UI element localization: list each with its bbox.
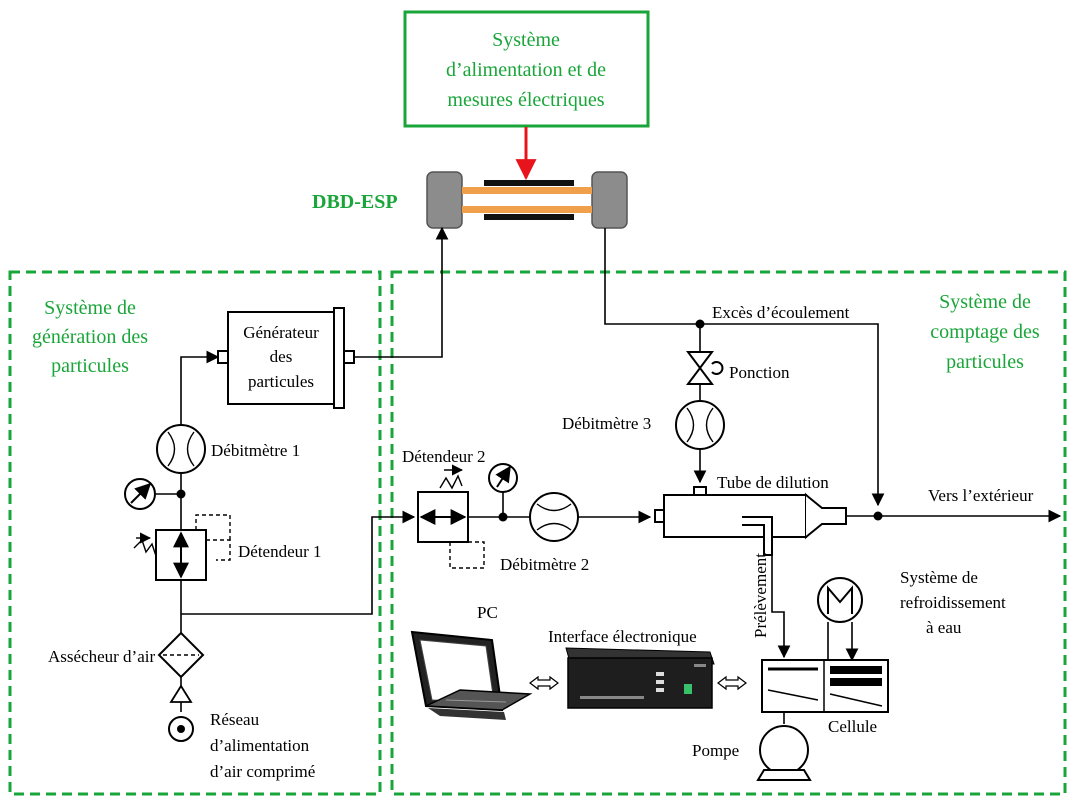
- flowmeter-1: [156, 424, 206, 474]
- pressure-gauge-2-icon: [488, 463, 518, 493]
- cooling-line3: à eau: [926, 618, 962, 637]
- sampling-valve-icon: [686, 351, 724, 385]
- pressure-regulator-2: [417, 464, 485, 569]
- generator-line2: des: [270, 347, 293, 366]
- excess-flow-label: Excès d’écoulement: [712, 303, 850, 322]
- junction-gauge-1: [176, 489, 186, 499]
- network-line3: d’air comprimé: [210, 762, 315, 781]
- sampling-label: Prélèvement: [751, 553, 770, 638]
- generator-line3: particules: [248, 372, 314, 391]
- regulator-1-label: Détendeur 1: [238, 542, 322, 561]
- interface-label: Interface électronique: [548, 627, 697, 646]
- laptop-pc-icon: [410, 630, 533, 720]
- exhaust-label: Vers l’extérieur: [928, 486, 1034, 505]
- pipe-excess-flow: [700, 323, 885, 507]
- flowmeter-2: [529, 492, 579, 542]
- power-supply-box: Système d’alimentation et de mesures éle…: [403, 10, 650, 128]
- generator-line1: Générateur: [243, 323, 319, 342]
- network-line1: Réseau: [210, 710, 260, 729]
- pc-interface-link-icon: [529, 675, 559, 691]
- dbd-esp-label: DBD-ESP: [312, 191, 398, 213]
- air-dryer-label: Assécheur d’air: [48, 647, 155, 666]
- counting-title-line2: comptage des: [930, 321, 1040, 343]
- power-box-line3: mesures électriques: [447, 89, 604, 111]
- flowmeter-2-label: Débitmètre 2: [500, 555, 589, 574]
- flowmeter-3: [675, 400, 725, 450]
- power-box-line2: d’alimentation et de: [446, 59, 606, 81]
- interface-cell-link-icon: [717, 675, 747, 691]
- pipe-generator-to-reactor: [354, 226, 449, 358]
- counting-title-line1: Système de: [939, 291, 1031, 313]
- electronic-interface-icon: [565, 647, 715, 709]
- pipe-air-supply: [180, 350, 220, 712]
- cooling-line1: Système de: [900, 568, 978, 587]
- power-box-line1: Système: [492, 29, 560, 51]
- pressure-gauge-1-icon: [124, 478, 156, 510]
- measurement-cell: [761, 659, 889, 713]
- supply-check-icon: [169, 684, 193, 703]
- generation-title-line3: particules: [51, 355, 129, 377]
- dilution-tube: [654, 486, 847, 556]
- pump-icon: [756, 725, 812, 781]
- counting-system-box: [390, 270, 1067, 796]
- flowmeter-3-label: Débitmètre 3: [562, 414, 651, 433]
- generation-title-line2: génération des: [32, 326, 148, 348]
- pc-label: PC: [477, 603, 498, 622]
- dilution-tube-label: Tube de dilution: [717, 473, 829, 492]
- sampling-valve-label: Ponction: [729, 363, 790, 382]
- dbd-esp-reactor: [426, 171, 628, 229]
- pressure-regulator-1: [133, 514, 231, 581]
- network-line2: d’alimentation: [210, 736, 310, 755]
- generation-system-box: [8, 270, 382, 796]
- pipe-to-regulator-2: [181, 510, 416, 615]
- flowmeter-1-label: Débitmètre 1: [211, 441, 300, 460]
- particle-generator: [217, 307, 355, 409]
- pipe-sampling: [771, 555, 791, 659]
- pipe-reactor-outlet: [604, 228, 700, 325]
- pump-label: Pompe: [692, 741, 739, 760]
- air-dryer-icon: [157, 631, 205, 679]
- counting-title-line3: particules: [946, 351, 1024, 373]
- regulator-2-label: Détendeur 2: [402, 447, 486, 466]
- cooling-motor-icon: [817, 577, 863, 623]
- cell-label: Cellule: [828, 717, 877, 736]
- junction-exhaust: [873, 511, 883, 521]
- cooling-line2: refroidissement: [900, 593, 1006, 612]
- generation-title-line1: Système de: [44, 297, 136, 319]
